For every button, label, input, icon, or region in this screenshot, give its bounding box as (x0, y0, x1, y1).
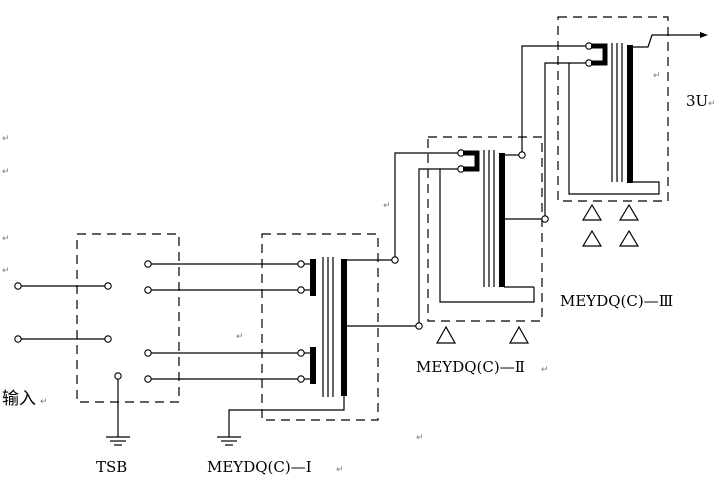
stage2-output-terminal (541, 215, 549, 223)
stage1-output-terminal (415, 322, 423, 330)
stage1-enclosure (261, 233, 379, 421)
stage1-output-terminal (391, 256, 399, 264)
switch-output-contact (144, 349, 152, 357)
paragraph-mark: ↵ (541, 365, 549, 375)
paragraph-mark: ↵ (708, 99, 716, 109)
switch-contact (104, 335, 112, 343)
paragraph-mark: ↵ (416, 433, 424, 443)
stage3-enclosure (557, 16, 669, 202)
input-label: 输入 (2, 389, 36, 409)
switch-common-contact (114, 372, 122, 380)
stage1-label: MEYDQ(C)—Ⅰ (207, 458, 312, 476)
stage2-output-terminal (518, 151, 526, 159)
paragraph-mark: ↵ (653, 71, 661, 81)
input-terminal (14, 335, 22, 343)
stage3-label: MEYDQ(C)—Ⅲ (560, 292, 673, 310)
paragraph-mark: ↵ (2, 234, 10, 244)
switch-output-contact (144, 375, 152, 383)
output-arrow-icon (700, 32, 708, 38)
paragraph-marks: ↵ ↵ ↵ ↵ ↵ ↵ ↵ ↵ (2, 71, 661, 443)
paragraph-mark: ↵ (2, 134, 10, 144)
triangle-marker (618, 203, 640, 221)
stage2-enclosure (427, 136, 543, 322)
paragraph-mark: ↵ (236, 332, 244, 342)
switch-output-contact (144, 286, 152, 294)
ground-icon (217, 436, 241, 446)
triangle-marker (581, 203, 603, 221)
triangle-marker (435, 325, 457, 344)
stage2-label: MEYDQ(C)—Ⅱ (416, 358, 525, 376)
stage3-transformer (557, 16, 708, 247)
input-terminal (14, 282, 22, 290)
stage2-to-stage3-wires (521, 45, 587, 216)
tsb-switch (14, 233, 180, 446)
paragraph-mark: ↵ (2, 167, 10, 177)
ground-icon (106, 436, 130, 446)
paragraph-mark: ↵ (2, 266, 10, 276)
stage1-transformer (217, 233, 423, 446)
triangle-marker (581, 229, 603, 247)
paragraph-mark: ↵ (336, 465, 344, 475)
triangle-marker (508, 325, 530, 344)
switch-output-contact (144, 260, 152, 268)
output-voltage-label: 3U (686, 92, 708, 110)
tsb-enclosure (76, 233, 180, 403)
stage2-transformer (427, 136, 549, 344)
stage1-to-stage2-wires (394, 152, 459, 323)
triangle-marker (618, 229, 640, 247)
paragraph-mark: ↵ (383, 201, 391, 211)
paragraph-mark: ↵ (40, 397, 48, 407)
tsb-label: TSB (96, 458, 127, 476)
tsb-to-stage1-wires (151, 263, 298, 380)
switch-contact (104, 282, 112, 290)
